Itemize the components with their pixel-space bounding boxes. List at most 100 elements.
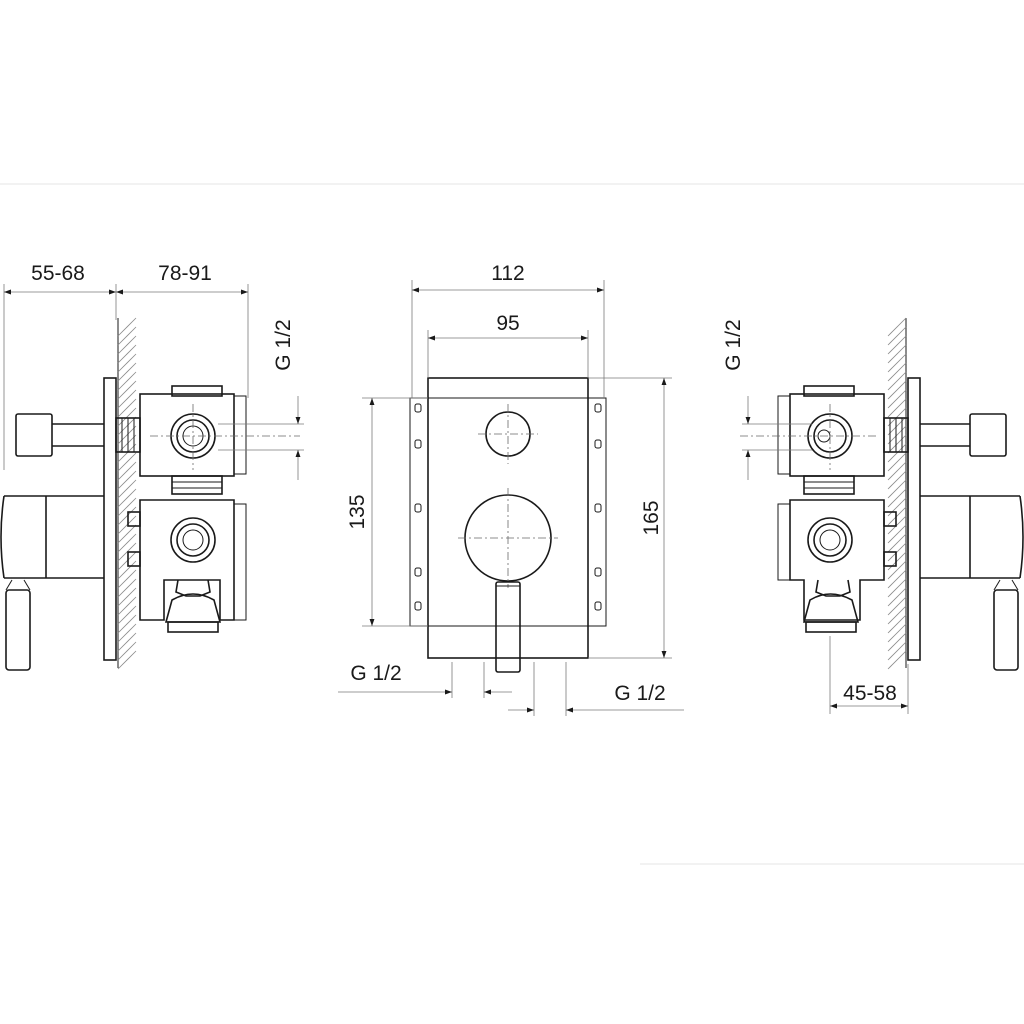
wall-hatch-line [887, 470, 907, 490]
right-side-view: G 1/2 45-58 [722, 317, 1024, 714]
wall-hatch-line [117, 542, 137, 562]
left-depth-back-dimension: 78-91 [158, 262, 212, 285]
wall-hatch-line [117, 398, 137, 418]
wall-hatch-line [117, 452, 137, 472]
wall-hatch-line [887, 335, 907, 355]
wall-hatch-line [117, 533, 137, 553]
wall-hatch-line [117, 389, 137, 409]
wall-hatch-line [887, 551, 907, 571]
wall-hatch-line [117, 362, 137, 382]
wall-hatch-line [117, 614, 137, 634]
wall-hatch-line [887, 380, 907, 400]
mounting-screw-hole [414, 439, 422, 449]
front-width-outer-dimension: 112 [491, 262, 524, 285]
wall-hatch-line [117, 560, 137, 580]
front-mixer-rosette [458, 488, 558, 673]
left-side-view: 55-68 78-91 G 1/2 [0, 262, 304, 671]
left-diverter-knob [15, 413, 141, 457]
wall-hatch-line [117, 488, 137, 508]
wall-hatch-line [887, 479, 907, 499]
wall-hatch-line [117, 578, 137, 598]
right-lower-body [777, 499, 897, 633]
wall-hatch-line [887, 317, 907, 337]
wall-hatch-line [117, 317, 137, 337]
wall-hatch-line [887, 371, 907, 391]
wall-hatch-line [117, 605, 137, 625]
front-height-inner-dimension: 135 [346, 494, 369, 529]
wall-hatch-line [887, 560, 907, 580]
mounting-screw-hole [594, 503, 602, 513]
left-thread-dimension: G 1/2 [272, 319, 295, 370]
front-width-inner-dimension: 95 [496, 312, 519, 335]
wall-hatch-line [887, 587, 907, 607]
right-mixer-lever [920, 495, 1024, 671]
wall-hatch-line [887, 416, 907, 436]
mounting-screw-hole [414, 567, 422, 577]
wall-hatch-line [887, 578, 907, 598]
wall-hatch-line [117, 371, 137, 391]
wall-hatch-line [887, 434, 907, 454]
wall-hatch-line [117, 407, 137, 427]
wall-hatch-line [117, 335, 137, 355]
wall-hatch-line [117, 569, 137, 589]
wall-hatch-line [887, 623, 907, 643]
wall-hatch-line [887, 569, 907, 589]
wall-hatch-line [117, 650, 137, 670]
wall-hatch-line [117, 596, 137, 616]
wall-hatch-line [887, 632, 907, 652]
left-lower-body [127, 499, 247, 633]
front-mounting-screws [414, 403, 602, 611]
wall-hatch-line [887, 533, 907, 553]
wall-hatch-line [887, 362, 907, 382]
wall-hatch-line [887, 650, 907, 670]
wall-hatch-line [117, 380, 137, 400]
right-upper-body [740, 385, 885, 495]
front-view: 112 95 135 165 G 1/2 G 1/2 [338, 262, 684, 716]
left-cover-plate [103, 377, 117, 661]
mounting-screw-hole [594, 567, 602, 577]
front-cover-plate [427, 377, 589, 659]
left-mixer-lever [0, 495, 104, 671]
wall-hatch-line [117, 443, 137, 463]
wall-hatch-line [887, 407, 907, 427]
wall-hatch-line [887, 596, 907, 616]
front-thread-left-dimension: G 1/2 [350, 662, 401, 685]
right-diverter-knob [883, 413, 1007, 457]
wall-hatch-line [887, 614, 907, 634]
front-mounting-body [409, 397, 607, 627]
wall-hatch-line [887, 353, 907, 373]
wall-hatch-line [887, 326, 907, 346]
mounting-screw-hole [594, 439, 602, 449]
wall-hatch-line [887, 344, 907, 364]
wall-hatch-line [117, 479, 137, 499]
left-depth-front-dimension: 55-68 [31, 262, 85, 285]
wall-hatch-line [887, 515, 907, 535]
front-dimensions [338, 280, 684, 716]
left-dimensions [3, 284, 304, 480]
mounting-screw-hole [414, 503, 422, 513]
mounting-screw-hole [414, 403, 422, 413]
right-dimensions [742, 396, 909, 714]
wall-hatch-line [117, 326, 137, 346]
wall-hatch-line [117, 434, 137, 454]
front-diverter-knob [478, 404, 538, 464]
wall-hatch-line [887, 506, 907, 526]
wall-hatch-line [887, 398, 907, 418]
wall-hatch-line [117, 641, 137, 661]
wall-hatch-line [117, 515, 137, 535]
wall-hatch-line [117, 425, 137, 445]
wall-hatch-line [117, 344, 137, 364]
wall-hatch-line [887, 425, 907, 445]
wall-hatch-line [887, 443, 907, 463]
wall-hatch-line [117, 497, 137, 517]
wall-hatch-line [117, 551, 137, 571]
wall-hatch-line [117, 416, 137, 436]
left-wall [117, 317, 137, 670]
wall-hatch-line [117, 353, 137, 373]
wall-hatch-line [887, 542, 907, 562]
front-thread-right-dimension: G 1/2 [614, 682, 665, 705]
wall-hatch-line [117, 506, 137, 526]
front-height-outer-dimension: 165 [640, 500, 663, 535]
wall-hatch-line [887, 452, 907, 472]
mounting-screw-hole [414, 601, 422, 611]
